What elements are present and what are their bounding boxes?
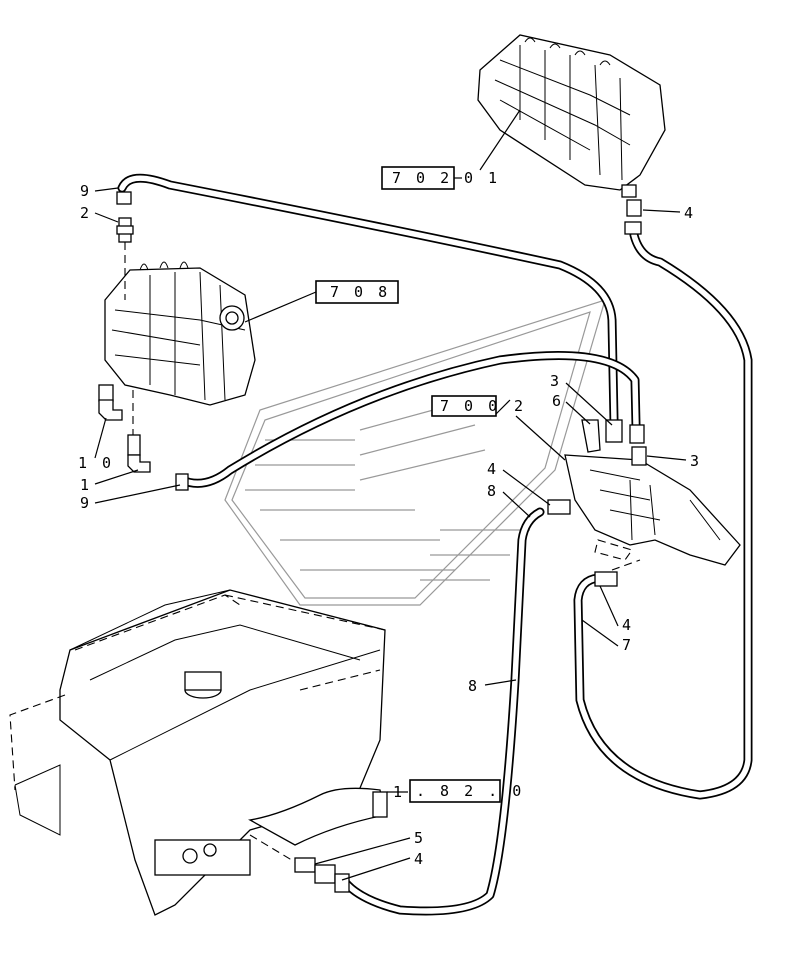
svg-text:6: 6 <box>552 392 564 410</box>
hoses <box>117 173 753 916</box>
reference-box-700[interactable]: 7 0 0 2 <box>431 395 566 461</box>
hydraulic-tank <box>9 589 388 916</box>
svg-text:2: 2 <box>514 397 526 415</box>
svg-text:7: 7 <box>622 636 634 654</box>
reference-box-702[interactable]: 7 0 2 0 1 <box>381 109 521 190</box>
svg-text:4: 4 <box>684 204 696 222</box>
control-valve-708 <box>104 261 256 406</box>
svg-text:8: 8 <box>468 677 480 695</box>
watermark-logo <box>224 299 606 606</box>
callout-labels: 9 2 1 0 1 9 4 3 6 3 4 8 4 7 8 5 4 <box>78 182 702 881</box>
svg-text:0 1: 0 1 <box>464 169 500 187</box>
svg-text:4: 4 <box>414 850 426 868</box>
svg-text:1: 1 <box>80 476 92 494</box>
svg-text:. 8 2 . 0: . 8 2 . 0 <box>416 782 524 800</box>
svg-text:9: 9 <box>80 494 92 512</box>
svg-text:2: 2 <box>80 204 92 222</box>
svg-text:1 0: 1 0 <box>78 454 114 472</box>
svg-text:7 0 0: 7 0 0 <box>440 397 500 415</box>
svg-text:7 0 2: 7 0 2 <box>392 169 452 187</box>
control-valve-702 <box>477 34 666 198</box>
svg-text:3: 3 <box>690 452 702 470</box>
svg-text:4: 4 <box>622 616 634 634</box>
svg-text:4: 4 <box>487 460 499 478</box>
reference-box-1820[interactable]: 1 . 8 2 . 0 <box>387 779 524 803</box>
reference-box-708[interactable]: 7 0 8 <box>244 280 399 323</box>
svg-text:7 0 8: 7 0 8 <box>330 283 390 301</box>
control-valve-700 <box>564 454 741 566</box>
fittings <box>98 191 647 893</box>
svg-text:8: 8 <box>487 482 499 500</box>
svg-text:5: 5 <box>414 829 426 847</box>
svg-text:3: 3 <box>550 372 562 390</box>
svg-text:9: 9 <box>80 182 92 200</box>
